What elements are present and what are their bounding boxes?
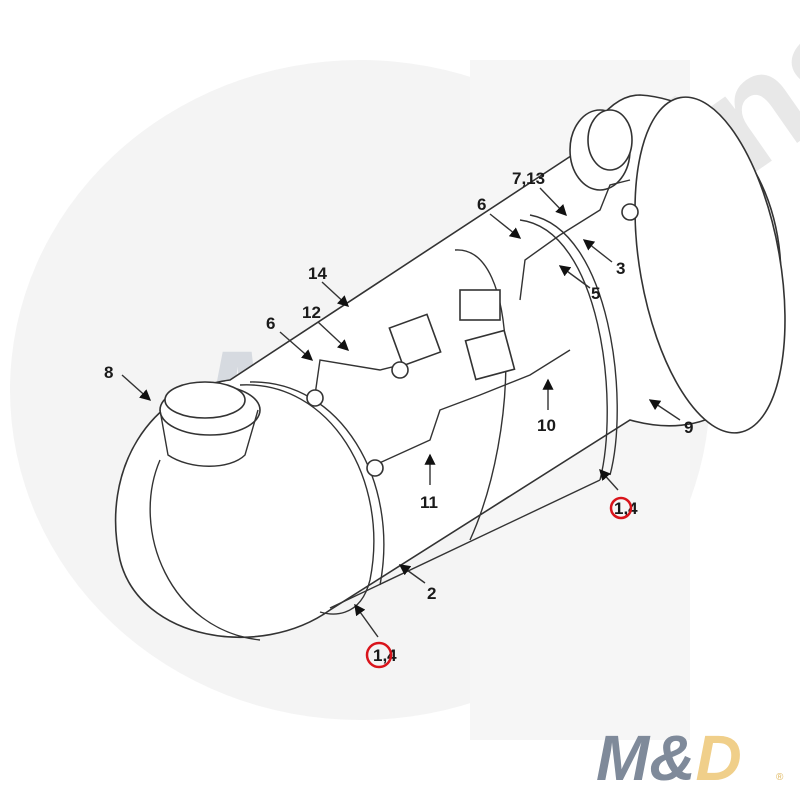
callout-labels: 8 14 12 6 6 7,13 3 5 9 10 11 2 1,4 1,4	[104, 169, 693, 669]
callout-6: 6	[477, 195, 486, 214]
callout-2: 2	[427, 584, 436, 603]
callout-9: 9	[684, 418, 693, 437]
md-logo: M&D ®	[596, 722, 784, 794]
highlight-circle	[609, 496, 633, 520]
callout-10: 10	[537, 416, 556, 435]
callout-12: 12	[302, 303, 321, 322]
callout-1-4: 1,4	[614, 499, 638, 518]
callout-8: 8	[104, 363, 113, 382]
callout-14: 14	[308, 264, 327, 283]
callout-1-4: 1,4	[373, 646, 397, 665]
callout-11: 11	[420, 493, 438, 512]
callout-7-13: 7,13	[512, 169, 545, 188]
callout-5: 5	[591, 284, 600, 303]
callout-3: 3	[616, 259, 625, 278]
svg-text:M&D: M&D	[596, 722, 742, 794]
callout-6: 6	[266, 314, 275, 333]
muffler-assembly	[114, 94, 786, 641]
registered-mark: ®	[776, 772, 784, 783]
callout-arrows	[121, 187, 681, 638]
highlight-circle	[365, 641, 393, 669]
